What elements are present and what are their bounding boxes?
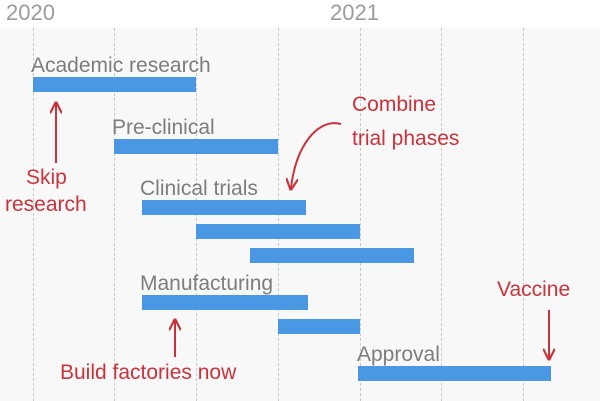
bar-clinical-trials-1 [142,200,306,215]
bar-clinical-trials-3 [250,248,414,263]
task-label-clinical-trials: Clinical trials [140,177,258,200]
annotation-build-factories-now: Build factories now [60,361,237,384]
bar-clinical-trials-2 [196,224,360,239]
gridline-q7 [523,28,524,401]
year-label-2020: 2020 [6,0,55,25]
gridline-q6 [441,28,442,401]
task-label-approval: Approval [357,343,440,366]
annotation-skip-research-line2: research [5,193,87,216]
annotation-skip-research-line1: Skip [26,166,67,189]
task-label-academic-research: Academic research [31,54,211,77]
gridline-q5 [360,28,361,401]
task-label-manufacturing: Manufacturing [140,272,274,295]
bar-manufacturing-2 [278,319,360,334]
bar-manufacturing-1 [142,295,308,310]
task-label-pre-clinical: Pre-clinical [112,116,215,139]
gridline-q1 [33,28,34,401]
bar-pre-clinical [114,139,278,154]
plot-area: Academic research Pre-clinical Clinical … [0,28,600,401]
annotation-combine-trial-phases-line1: Combine [352,93,437,116]
year-label-2021: 2021 [330,0,379,25]
gridline-q2 [114,28,115,401]
bar-academic-research [33,77,196,92]
annotation-combine-trial-phases-line2: trial phases [352,127,460,150]
bar-approval [358,366,551,381]
annotation-vaccine: Vaccine [497,278,571,301]
